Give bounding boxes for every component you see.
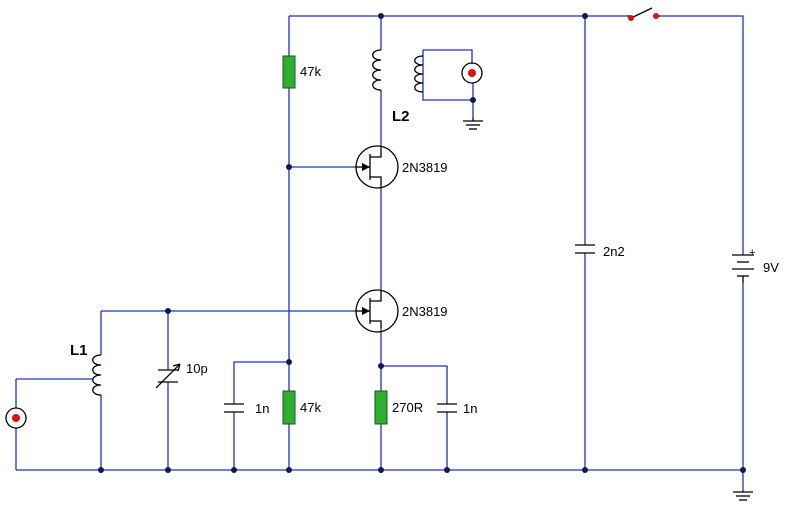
- capacitor-supply: [575, 244, 595, 254]
- output-jack: [461, 62, 483, 84]
- input-jack: [5, 407, 27, 429]
- jfet-lower-label: 2N3819: [402, 304, 448, 319]
- jfet-upper: [355, 145, 399, 189]
- capacitor-gate-label: 1n: [255, 401, 269, 416]
- battery-label: 9V: [763, 260, 779, 275]
- inductor-l2-primary: [372, 49, 382, 91]
- inductor-l2-secondary: [414, 55, 424, 93]
- wires: [15, 15, 744, 492]
- capacitor-gate: [224, 403, 244, 413]
- capacitor-source: [437, 403, 457, 413]
- ground-output: [463, 118, 483, 130]
- junction-dots: [98, 13, 746, 473]
- inductor-l1: [92, 354, 102, 396]
- resistor-source-label: 270R: [392, 400, 423, 415]
- battery-plus-sign: +: [749, 247, 755, 259]
- resistor-top-label: 47k: [300, 64, 321, 79]
- power-switch: [627, 7, 660, 21]
- resistor-top: [282, 55, 296, 89]
- capacitor-supply-label: 2n2: [603, 244, 625, 259]
- resistor-bottom: [282, 390, 296, 425]
- inductor-l1-label: L1: [70, 342, 88, 359]
- resistor-bottom-label: 47k: [300, 400, 321, 415]
- jfet-upper-label: 2N3819: [402, 160, 448, 175]
- variable-capacitor: [155, 363, 181, 389]
- battery: [732, 254, 754, 283]
- inductor-l2-label: L2: [392, 108, 410, 125]
- capacitor-source-label: 1n: [463, 401, 477, 416]
- jfet-lower: [355, 289, 399, 333]
- resistor-source: [374, 390, 388, 425]
- variable-capacitor-label: 10p: [186, 361, 208, 376]
- ground-main: [733, 491, 753, 501]
